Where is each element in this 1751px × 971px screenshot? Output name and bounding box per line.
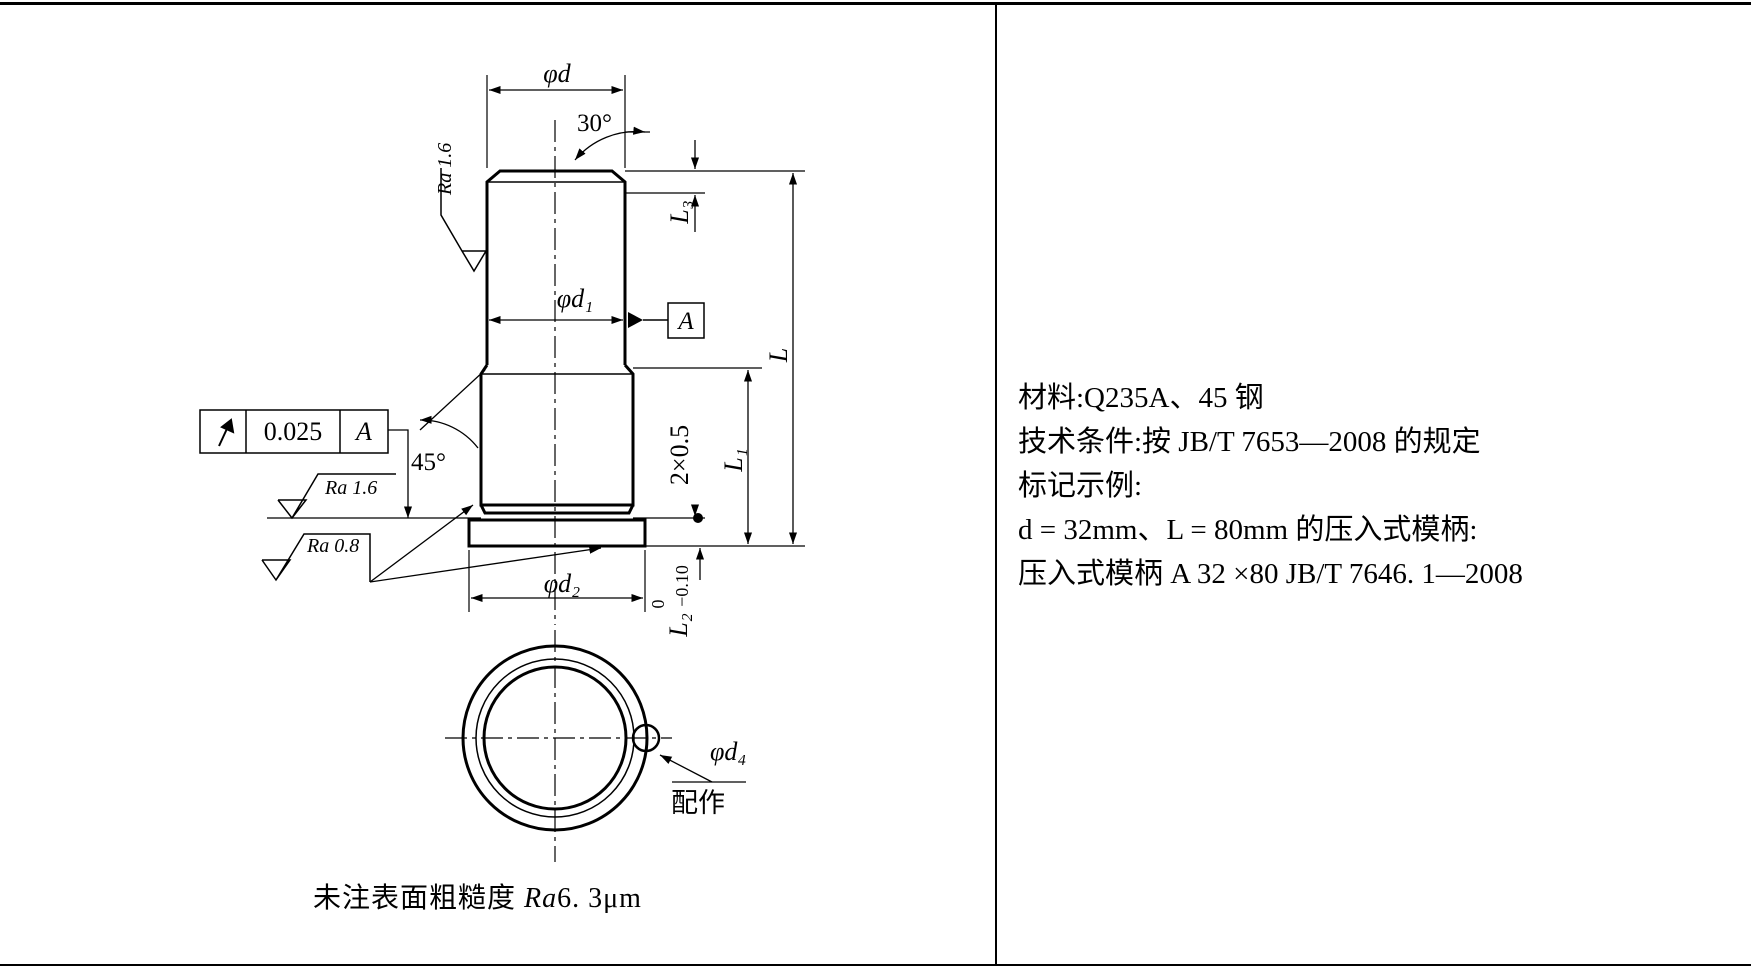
info-block: 材料:Q235A、45 钢 技术条件:按 JB/T 7653—2008 的规定 …	[1018, 376, 1523, 596]
label-L2: L₂	[664, 613, 693, 638]
column-divider	[995, 2, 997, 966]
extension-lines	[267, 75, 805, 612]
label-fit-note: 配作	[671, 788, 725, 818]
dimension-lines	[419, 85, 798, 603]
label-angle-30: 30°	[577, 110, 612, 137]
caption-value: 6. 3μm	[557, 883, 642, 914]
label-ra-flange: Ra 0.8	[306, 535, 359, 557]
label-L: L	[764, 348, 793, 363]
bottom-view	[461, 644, 661, 832]
runout-icon	[218, 418, 235, 447]
info-example-mark: 压入式模柄 A 32 ×80 JB/T 7646. 1—2008	[1018, 558, 1523, 590]
top-rule	[0, 2, 1751, 5]
label-runout-datum: A	[354, 417, 372, 446]
label-datum: A	[676, 308, 694, 335]
label-chamfer: 2×0.5	[665, 425, 694, 485]
label-d1: φd₁	[557, 284, 593, 313]
label-ra-top: Ra 1.6	[434, 143, 456, 196]
dimension-labels: φd 30° φd₁ φd₂ 45° φd₄ 配作 L₃ L L₁ 2×0.5 …	[264, 59, 793, 818]
label-L2-lower: −0.10	[672, 565, 692, 607]
caption-prefix: 未注表面粗糙度	[313, 883, 517, 914]
caption-ra: Ra	[524, 883, 558, 914]
label-d: φd	[543, 59, 571, 88]
roughness-symbol-flange	[261, 533, 371, 582]
label-d4: φd₄	[710, 737, 746, 766]
part-body	[467, 169, 647, 548]
label-d2: φd₂	[544, 569, 580, 598]
roughness-caption: 未注表面粗糙度 Ra6. 3μm	[313, 876, 642, 916]
info-example-title: 标记示例:	[1018, 470, 1143, 502]
info-conditions: 技术条件:按 JB/T 7653—2008 的规定	[1018, 426, 1481, 458]
leader-lines	[369, 369, 746, 783]
label-L1: L₁	[719, 448, 748, 473]
groove-dot	[693, 513, 703, 523]
center-lines	[445, 120, 672, 862]
label-L3: L₃	[665, 200, 694, 225]
info-material: 材料:Q235A、45 钢	[1018, 382, 1264, 414]
label-angle-45: 45°	[411, 449, 446, 476]
runout-frame	[199, 409, 389, 454]
bottom-rule	[0, 964, 1751, 966]
roughness-symbol-top	[440, 168, 488, 273]
technical-drawing: φd 30° φd₁ φd₂ 45° φd₄ 配作 L₃ L L₁ 2×0.5 …	[199, 59, 805, 862]
roughness-symbol-shoulder	[277, 473, 396, 520]
info-example-spec: d = 32mm、L = 80mm 的压入式模柄:	[1018, 514, 1478, 546]
label-L2-upper: 0	[648, 600, 668, 609]
label-ra-shoulder: Ra 1.6	[324, 477, 377, 499]
label-runout-value: 0.025	[264, 417, 323, 446]
datum-symbol	[628, 302, 705, 339]
